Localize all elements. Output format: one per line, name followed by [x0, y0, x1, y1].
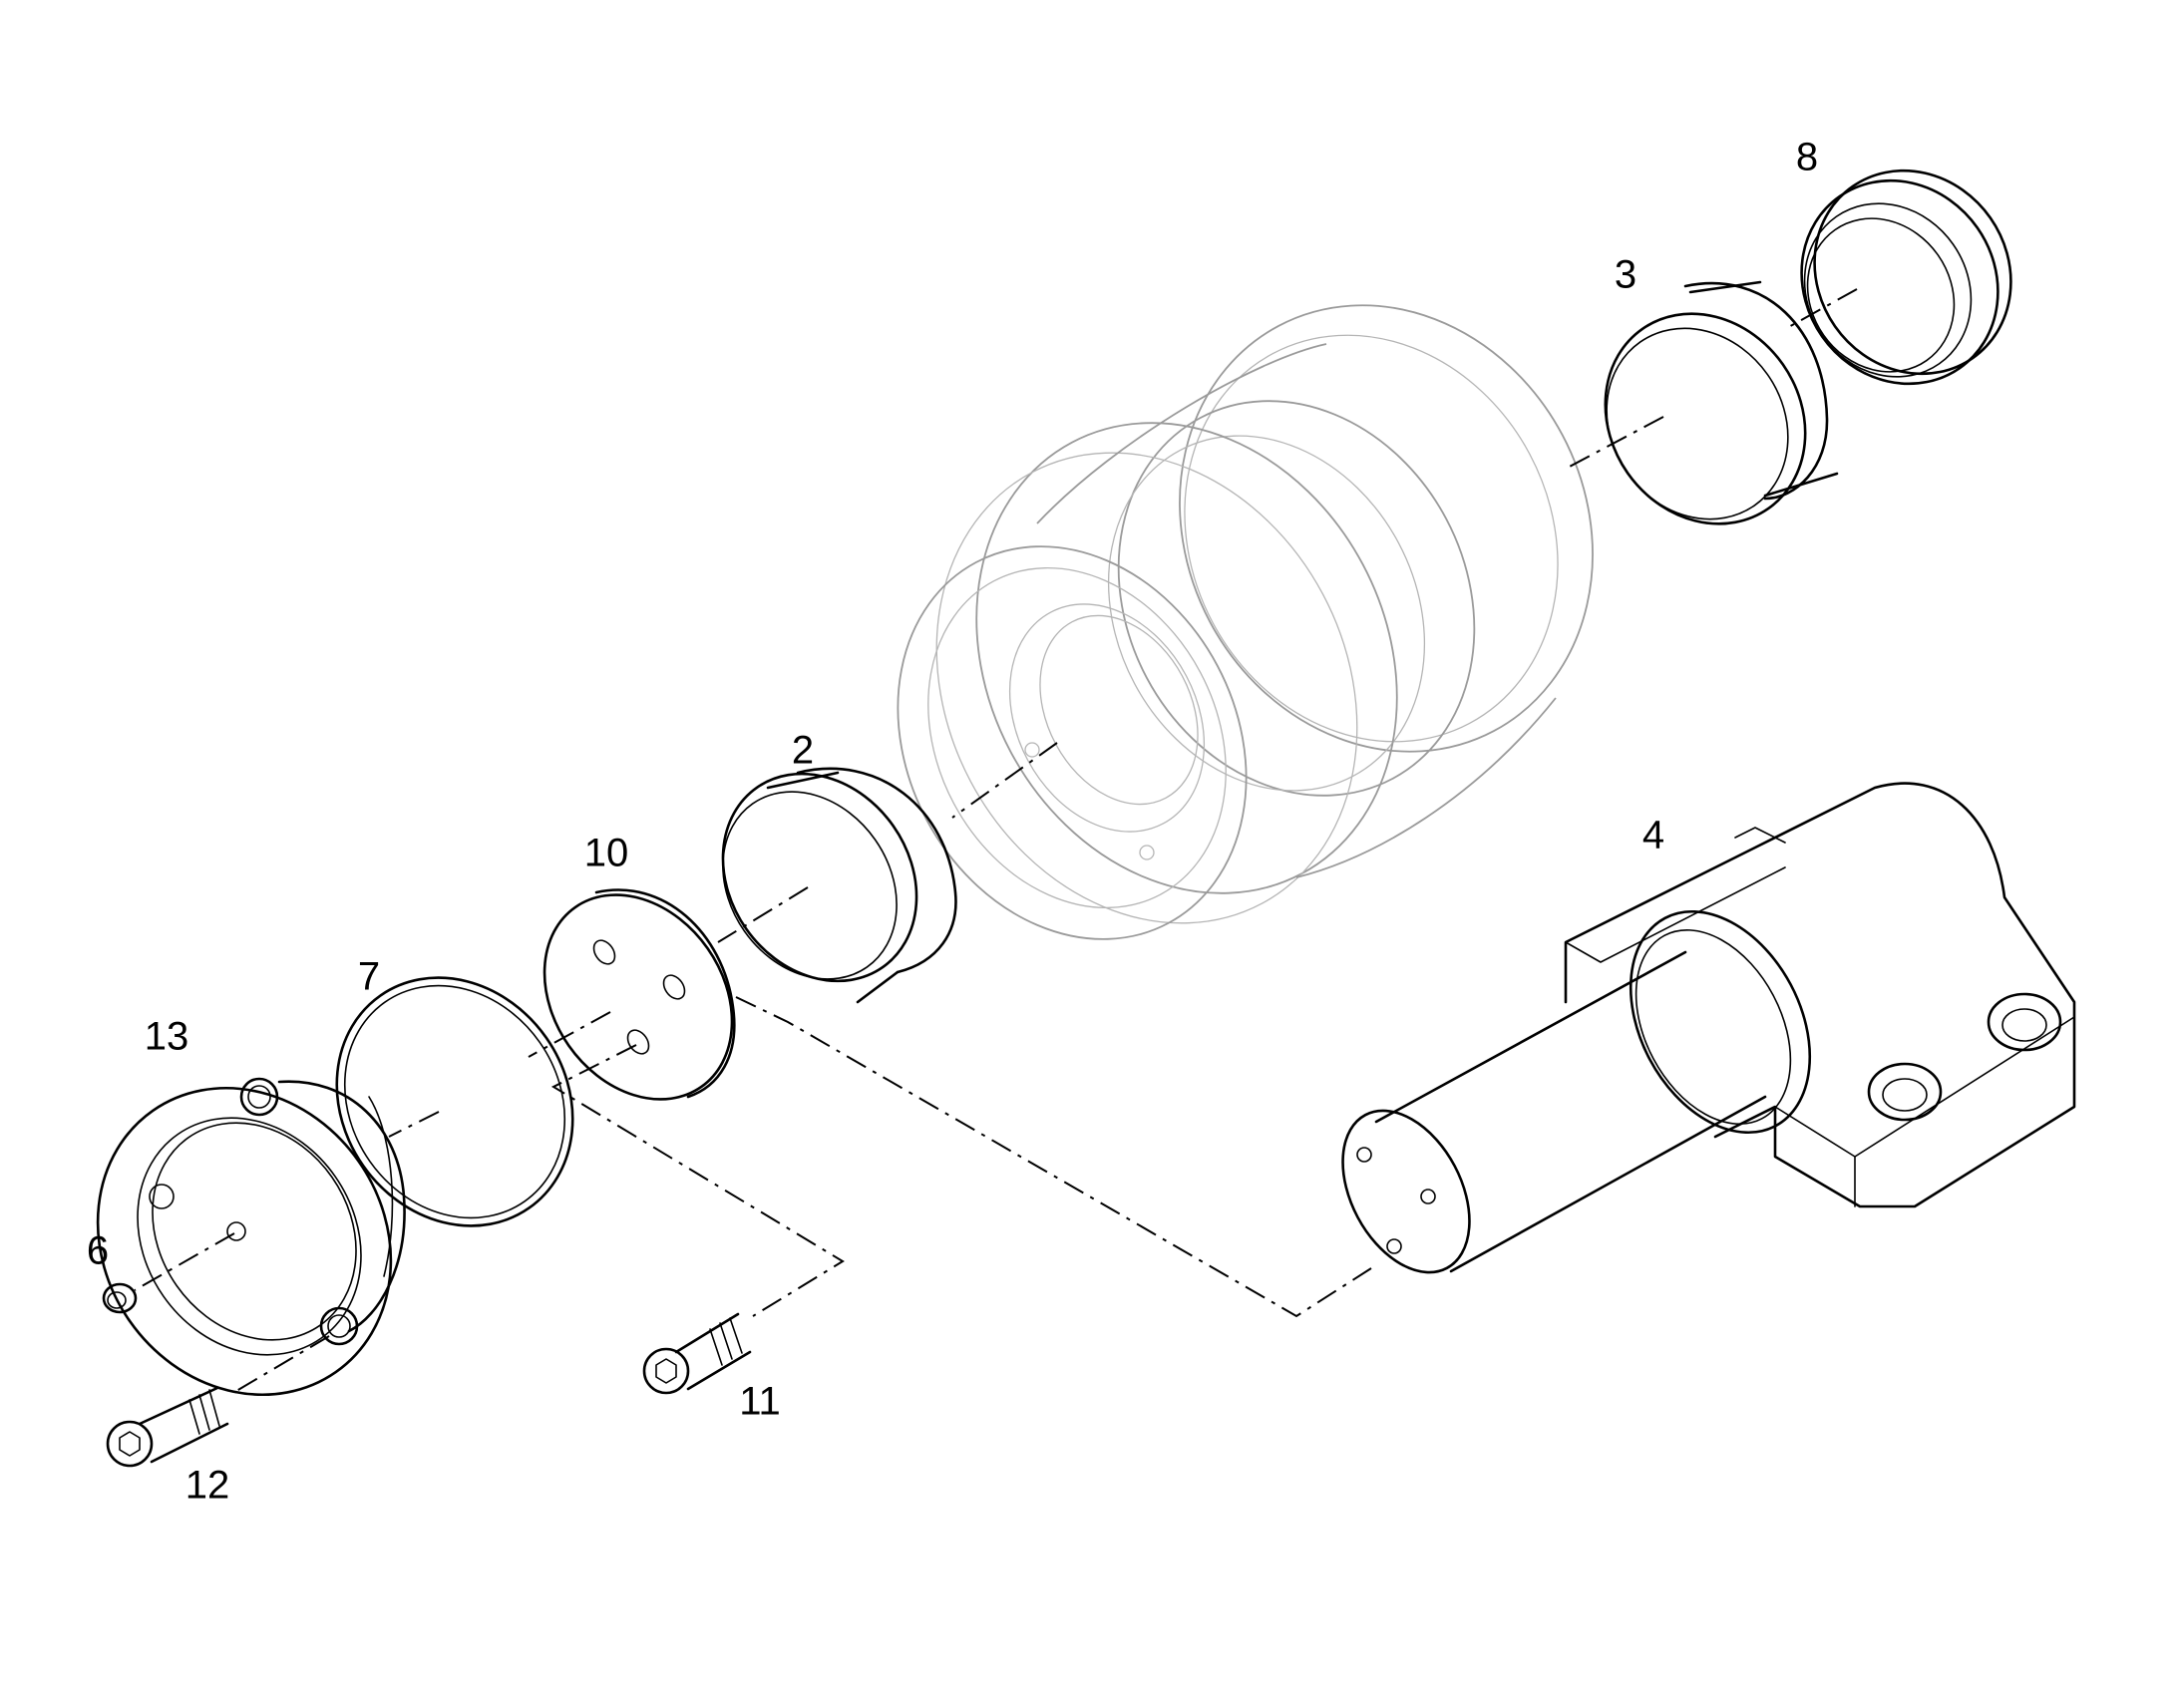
- callout-4: 4: [1642, 814, 1664, 857]
- bushing-2: [721, 767, 957, 1004]
- seal-ring-8: [1800, 169, 2012, 386]
- callout-2: 2: [792, 729, 814, 773]
- callout-10: 10: [584, 832, 629, 875]
- callout-13: 13: [145, 1015, 189, 1059]
- callout-11: 11: [739, 1380, 781, 1424]
- shaft-bracket-4: [1341, 782, 2076, 1274]
- callout-6: 6: [87, 1229, 109, 1273]
- screw-12: [106, 1386, 229, 1468]
- bushing-3: [1604, 280, 1839, 525]
- callout-8: 8: [1796, 136, 1818, 179]
- callout-7: 7: [358, 955, 380, 999]
- end-cap-13: [96, 1077, 406, 1397]
- callout-12: 12: [185, 1464, 230, 1508]
- plug-6: [102, 1282, 138, 1314]
- assembly-axis-lines: [134, 288, 1858, 1395]
- screw-11: [642, 1312, 752, 1395]
- track-roller-body: [897, 304, 1594, 940]
- o-ring-7: [335, 976, 574, 1227]
- callout-3: 3: [1615, 253, 1636, 297]
